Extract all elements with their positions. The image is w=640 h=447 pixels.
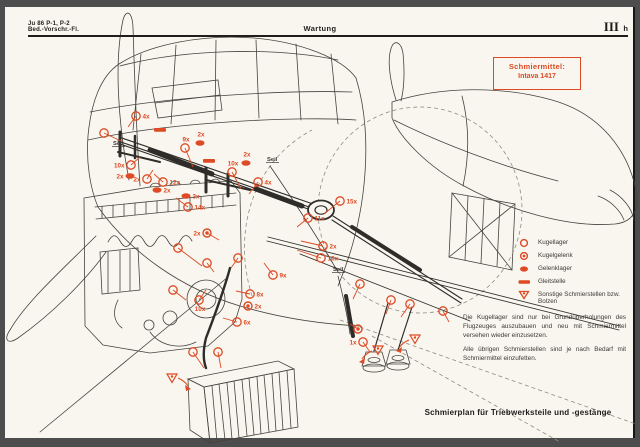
svg-text:2x: 2x (330, 243, 338, 250)
svg-text:15x: 15x (347, 198, 358, 205)
svg-text:10x: 10x (195, 306, 206, 313)
legend-item: Gleitstelle (516, 277, 632, 290)
other-lube-point-icon (518, 290, 530, 300)
section-roman: III (603, 19, 619, 34)
doc-ref-line1: Ju 86 P-1, P-2 (28, 21, 70, 27)
sliding-point-icon (518, 280, 530, 284)
svg-text:2x: 2x (193, 230, 201, 237)
section-letter: h (623, 24, 628, 33)
svg-text:10x: 10x (114, 162, 125, 169)
note-paragraph-1: Die Kugellager sind nur bei Grundüberhol… (463, 314, 626, 339)
svg-text:14x: 14x (195, 204, 206, 211)
pivot-bearing-icon (520, 266, 528, 272)
symbol-legend: Kugellager Kugelgelenk Gelenklager Gleit… (516, 238, 632, 310)
svg-text:16x: 16x (328, 255, 339, 262)
svg-text:12x: 12x (170, 179, 181, 186)
legend-label: Gleitstelle (538, 278, 566, 285)
svg-text:4x: 4x (143, 113, 151, 120)
svg-text:9x: 9x (280, 272, 288, 279)
legend-label: Kugelgelenk (538, 252, 573, 259)
section-number: III h (560, 18, 628, 36)
svg-text:1x: 1x (349, 339, 357, 346)
svg-text:2x: 2x (116, 173, 124, 180)
legend-item: Gelenklager (516, 264, 632, 277)
maintenance-notes: Die Kugellager sind nur bei Grundüberhol… (463, 313, 626, 368)
header-rule (28, 35, 628, 37)
lubricant-spec-box: Schmiermittel: Intava 1417 (493, 57, 581, 90)
legend-item: Sonstige Schmierstellen bzw. Bolzen (516, 290, 632, 310)
svg-text:10x: 10x (228, 161, 239, 168)
lubricant-label: Schmiermittel: (508, 62, 566, 71)
page-title: Wartung (303, 24, 337, 33)
svg-text:4x: 4x (265, 179, 273, 186)
doc-reference: Ju 86 P-1, P-2 Bed.-Vorschr.-Fl. (28, 21, 79, 33)
svg-text:Seil: Seil (267, 157, 278, 163)
svg-text:3x: 3x (193, 193, 201, 200)
svg-text:6x: 6x (244, 319, 252, 326)
lubricant-value: Intava 1417 (518, 73, 556, 80)
svg-text:2x: 2x (243, 152, 251, 159)
svg-text:2x: 2x (255, 303, 263, 310)
svg-text:Seil: Seil (333, 267, 344, 273)
ball-bearing-icon (519, 238, 529, 248)
legend-label: Kugellager (538, 239, 569, 246)
svg-text:11x: 11x (315, 215, 326, 222)
svg-text:2x: 2x (164, 187, 172, 194)
legend-item: Kugellager (516, 238, 632, 251)
svg-text:2x: 2x (197, 132, 205, 139)
legend-label: Gelenklager (538, 265, 572, 272)
figure-caption: Schmierplan für Triebwerksteile und -ges… (424, 408, 612, 417)
legend-label: Sonstige Schmierstellen bzw. Bolzen (538, 291, 620, 305)
note-paragraph-2: Alle übrigen Schmierstellen sind je nach… (463, 346, 626, 362)
svg-text:8x: 8x (257, 291, 265, 298)
doc-ref-line2: Bed.-Vorschr.-Fl. (28, 27, 79, 33)
svg-text:2x: 2x (133, 176, 141, 183)
svg-text:Seil: Seil (113, 141, 124, 147)
ball-joint-icon (519, 251, 529, 261)
legend-item: Kugelgelenk (516, 251, 632, 264)
svg-text:9x: 9x (182, 137, 190, 144)
